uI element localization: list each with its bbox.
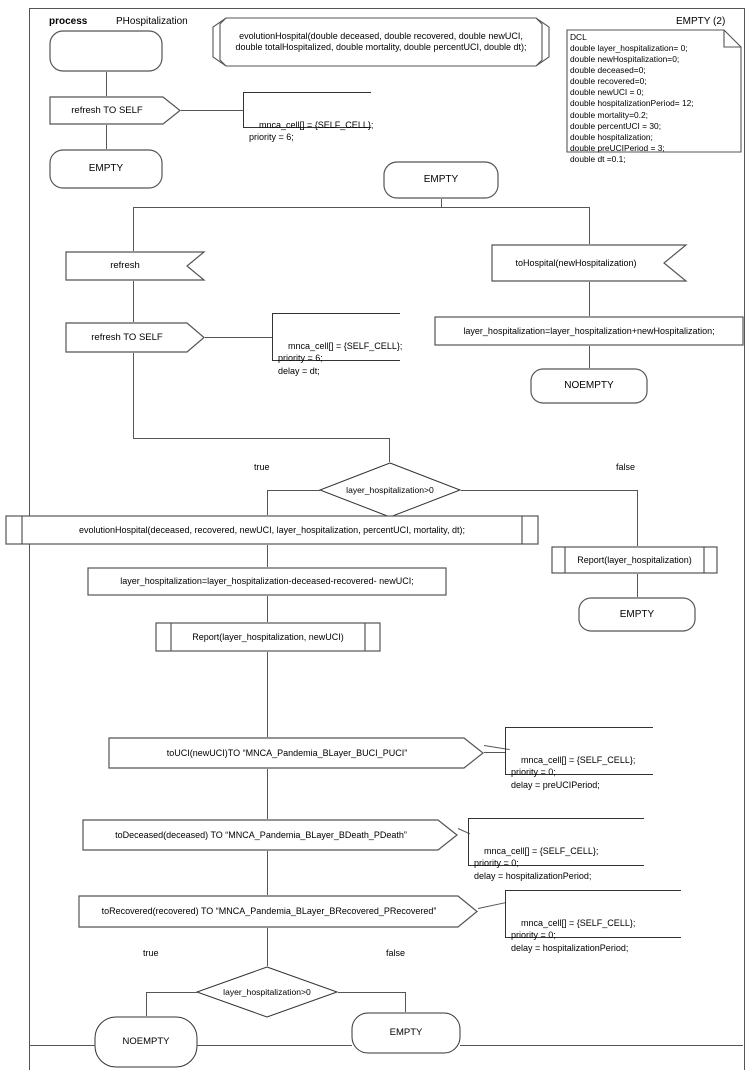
empty-2-node[interactable]: EMPTY [383, 161, 499, 199]
connector [389, 438, 390, 462]
report-2-node[interactable]: Report(layer_hospitalization) [551, 546, 718, 574]
report-1-label: Report(layer_hospitalization, newUCI) [192, 631, 344, 642]
empty-2-node-label: EMPTY [423, 174, 459, 185]
refresh-to-self-1-node[interactable]: refresh TO SELF [49, 96, 181, 125]
assign-add-label: layer_hospitalization=layer_hospitalizat… [463, 325, 715, 336]
declaration-lines: double layer_hospitalization= 0; double … [570, 43, 694, 164]
connector [461, 490, 637, 491]
decision-1-label: layer_hospitalization>0 [346, 484, 434, 495]
to-deceased-output-node[interactable]: toDeceased(deceased) TO “MNCA_Pandemia_B… [82, 819, 458, 851]
empty-1-node[interactable]: EMPTY [49, 149, 163, 189]
connector [589, 207, 590, 244]
connector [637, 574, 638, 597]
to-deceased-output-label: toDeceased(deceased) TO “MNCA_Pandemia_B… [115, 829, 407, 840]
note-connector [205, 337, 272, 338]
assign-sub-node[interactable]: layer_hospitalization=layer_hospitalizat… [87, 567, 447, 596]
connector [267, 769, 268, 819]
note-1: mnca_cell[] = {SELF_CELL}; priority = 6; [243, 92, 373, 142]
noempty-2-label: NOEMPTY [122, 1036, 170, 1048]
empty-4-label: EMPTY [389, 1027, 423, 1039]
branch-label-false-1: false [616, 462, 636, 472]
call-evolution-node[interactable]: evolutionHospital(deceased, recovered, n… [5, 515, 539, 545]
connector [197, 1045, 352, 1046]
connector [637, 490, 638, 546]
to-uci-output-node[interactable]: toUCI(newUCI)TO “MNCA_Pandemia_BLayer_BU… [108, 737, 484, 769]
connector [267, 490, 320, 491]
declaration-box: DCL double layer_hospitalization= 0; dou… [566, 29, 742, 164]
note-2-text: mnca_cell[] = {SELF_CELL}; priority = 6;… [278, 341, 403, 376]
branch-label-true-1: true [254, 462, 270, 472]
connector [106, 72, 107, 96]
connector [338, 992, 405, 993]
branch-label-true-2: true [143, 948, 159, 958]
note-5-text: mnca_cell[] = {SELF_CELL}; priority = 0;… [511, 918, 636, 953]
note-4-text: mnca_cell[] = {SELF_CELL}; priority = 0;… [474, 846, 599, 881]
connector [146, 992, 197, 993]
connector [267, 652, 268, 737]
connector [133, 438, 389, 439]
connector [267, 596, 268, 622]
refresh-to-self-2-node[interactable]: refresh TO SELF [65, 322, 205, 353]
empty-2-label: EMPTY (2) [676, 16, 726, 27]
connector [106, 125, 107, 149]
note-2: mnca_cell[] = {SELF_CELL}; priority = 6;… [272, 313, 402, 376]
note-4: mnca_cell[] = {SELF_CELL}; priority = 0;… [468, 818, 644, 881]
empty-3-label: EMPTY [619, 608, 655, 620]
empty-1-label: EMPTY [88, 163, 124, 174]
process-name: PHospitalization [116, 16, 188, 27]
empty-4-node[interactable]: EMPTY [351, 1012, 461, 1054]
assign-sub-label: layer_hospitalization=layer_hospitalizat… [120, 576, 414, 587]
to-recovered-output-label: toRecovered(recovered) TO “MNCA_Pandemia… [101, 906, 437, 917]
to-recovered-output-node[interactable]: toRecovered(recovered) TO “MNCA_Pandemia… [78, 895, 478, 928]
process-keyword: process [49, 16, 88, 27]
procedure-signature-label: evolutionHospital(double deceased, doubl… [235, 31, 527, 52]
connector [460, 1045, 743, 1046]
refresh-to-self-2-label: refresh TO SELF [91, 331, 163, 343]
connector [589, 282, 590, 316]
refresh-input-label: refresh [110, 260, 140, 272]
note-3-text: mnca_cell[] = {SELF_CELL}; priority = 0;… [511, 755, 636, 790]
connector [146, 992, 147, 1016]
note-connector [484, 752, 505, 753]
start-state-node[interactable] [49, 30, 163, 72]
decision-2-node[interactable]: layer_hospitalization>0 [195, 966, 339, 1018]
connector [405, 992, 406, 1012]
to-uci-output-label: toUCI(newUCI)TO “MNCA_Pandemia_BLayer_BU… [166, 747, 408, 758]
noempty-1-node[interactable]: NOEMPTY [530, 368, 648, 404]
note-1-text: mnca_cell[] = {SELF_CELL}; priority = 6; [249, 120, 374, 143]
procedure-signature-node: evolutionHospital(double deceased, doubl… [212, 17, 550, 67]
declaration-title: DCL [570, 32, 587, 42]
connector [267, 490, 268, 515]
empty-3-node[interactable]: EMPTY [578, 597, 696, 632]
noempty-1-label: NOEMPTY [564, 380, 614, 391]
decision-2-label: layer_hospitalization>0 [223, 986, 311, 997]
note-connector [181, 110, 243, 111]
connector [267, 928, 268, 966]
assign-add-node[interactable]: layer_hospitalization=layer_hospitalizat… [434, 316, 744, 346]
start-state-label [49, 30, 163, 72]
connector [133, 207, 134, 251]
to-hospital-input-node[interactable]: toHospital(newHospitalization) [491, 244, 688, 282]
decision-1-node[interactable]: layer_hospitalization>0 [318, 462, 462, 518]
call-evolution-label: evolutionHospital(deceased, recovered, n… [78, 524, 465, 535]
connector [267, 851, 268, 895]
refresh-input-node[interactable]: refresh [65, 251, 206, 281]
report-2-label: Report(layer_hospitalization) [577, 554, 692, 565]
connector [29, 1045, 95, 1046]
connector [589, 346, 590, 368]
to-hospital-input-label: toHospital(newHospitalization) [515, 257, 637, 268]
connector [133, 353, 134, 438]
connector [133, 281, 134, 322]
noempty-2-node[interactable]: NOEMPTY [94, 1016, 198, 1068]
note-3: mnca_cell[] = {SELF_CELL}; priority = 0;… [505, 727, 653, 790]
connector [441, 199, 442, 207]
report-1-node[interactable]: Report(layer_hospitalization, newUCI) [155, 622, 381, 652]
connector [267, 545, 268, 567]
note-5: mnca_cell[] = {SELF_CELL}; priority = 0;… [505, 890, 681, 953]
connector [133, 207, 590, 208]
branch-label-false-2: false [386, 948, 406, 958]
refresh-to-self-1-label: refresh TO SELF [71, 104, 143, 116]
